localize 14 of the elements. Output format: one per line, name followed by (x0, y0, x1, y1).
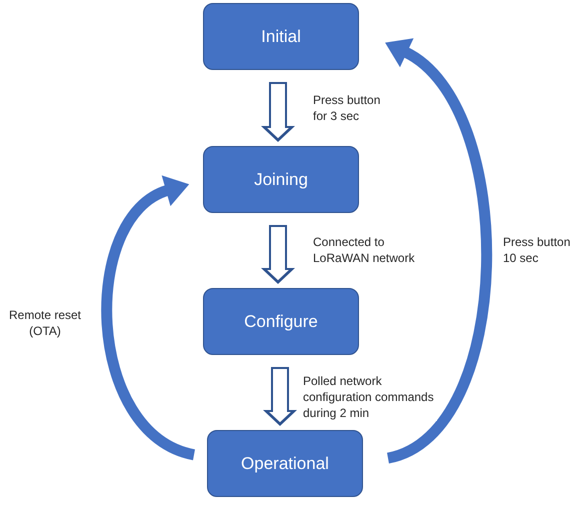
state-name: Joining (254, 170, 308, 190)
state-box (203, 3, 359, 70)
state-box (203, 288, 359, 355)
block-arrow (261, 82, 295, 142)
curved-arrow (102, 176, 196, 460)
edge-label: Polled network configuration commands during 2 min (303, 373, 437, 421)
state-name: Operational (241, 454, 329, 474)
state-box (203, 146, 359, 213)
block-arrow (261, 225, 295, 284)
state-box (207, 430, 363, 497)
curved-arrow (386, 39, 492, 464)
block-arrow (263, 367, 297, 426)
state-name: Initial (261, 26, 301, 46)
state-name: Configure (244, 312, 318, 332)
